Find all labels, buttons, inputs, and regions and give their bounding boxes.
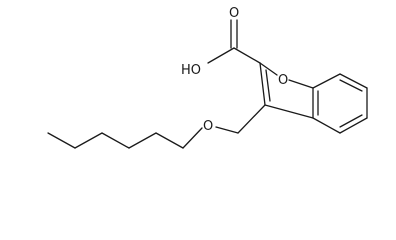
bond-c2-c3 [259,62,266,106]
furan-oxygen-label: O [278,73,288,88]
bond-inner-a [339,79,363,92]
bond-c3-c4 [101,132,130,149]
bond-c-c2 [233,47,261,64]
bond-c2-c3-inner [265,69,271,102]
bond-ch2-o [215,126,239,134]
ether-oxygen-label: O [203,119,213,134]
bond-c-oh [207,47,235,64]
bond-c7-c6 [339,73,368,89]
bond-c4-c3a [312,117,341,134]
bond-inner-b [339,114,363,128]
bond-c3-c3a [264,104,314,119]
bond-c5-c4 [339,117,368,134]
carbonyl-oxygen-label: O [229,6,239,21]
furan-ring [259,62,314,119]
bond-o1-c7a [288,79,314,89]
hexyloxymethyl-chain [47,104,266,149]
bond-c7a-c7 [312,73,341,89]
bond-c2-o1 [259,62,278,76]
benzene-ring [312,73,368,134]
bond-c3-ch2 [237,104,266,134]
molecule-diagram: HO O O O [47,6,368,149]
bond-c4-c5 [74,132,103,149]
bond-o-c1 [182,127,203,149]
carboxylic-acid-group [207,19,261,64]
bond-c1-c2 [155,132,184,149]
bond-c2-c3-chain [128,132,157,149]
bond-c5-c6 [47,132,76,149]
hydroxyl-label: HO [181,63,201,78]
